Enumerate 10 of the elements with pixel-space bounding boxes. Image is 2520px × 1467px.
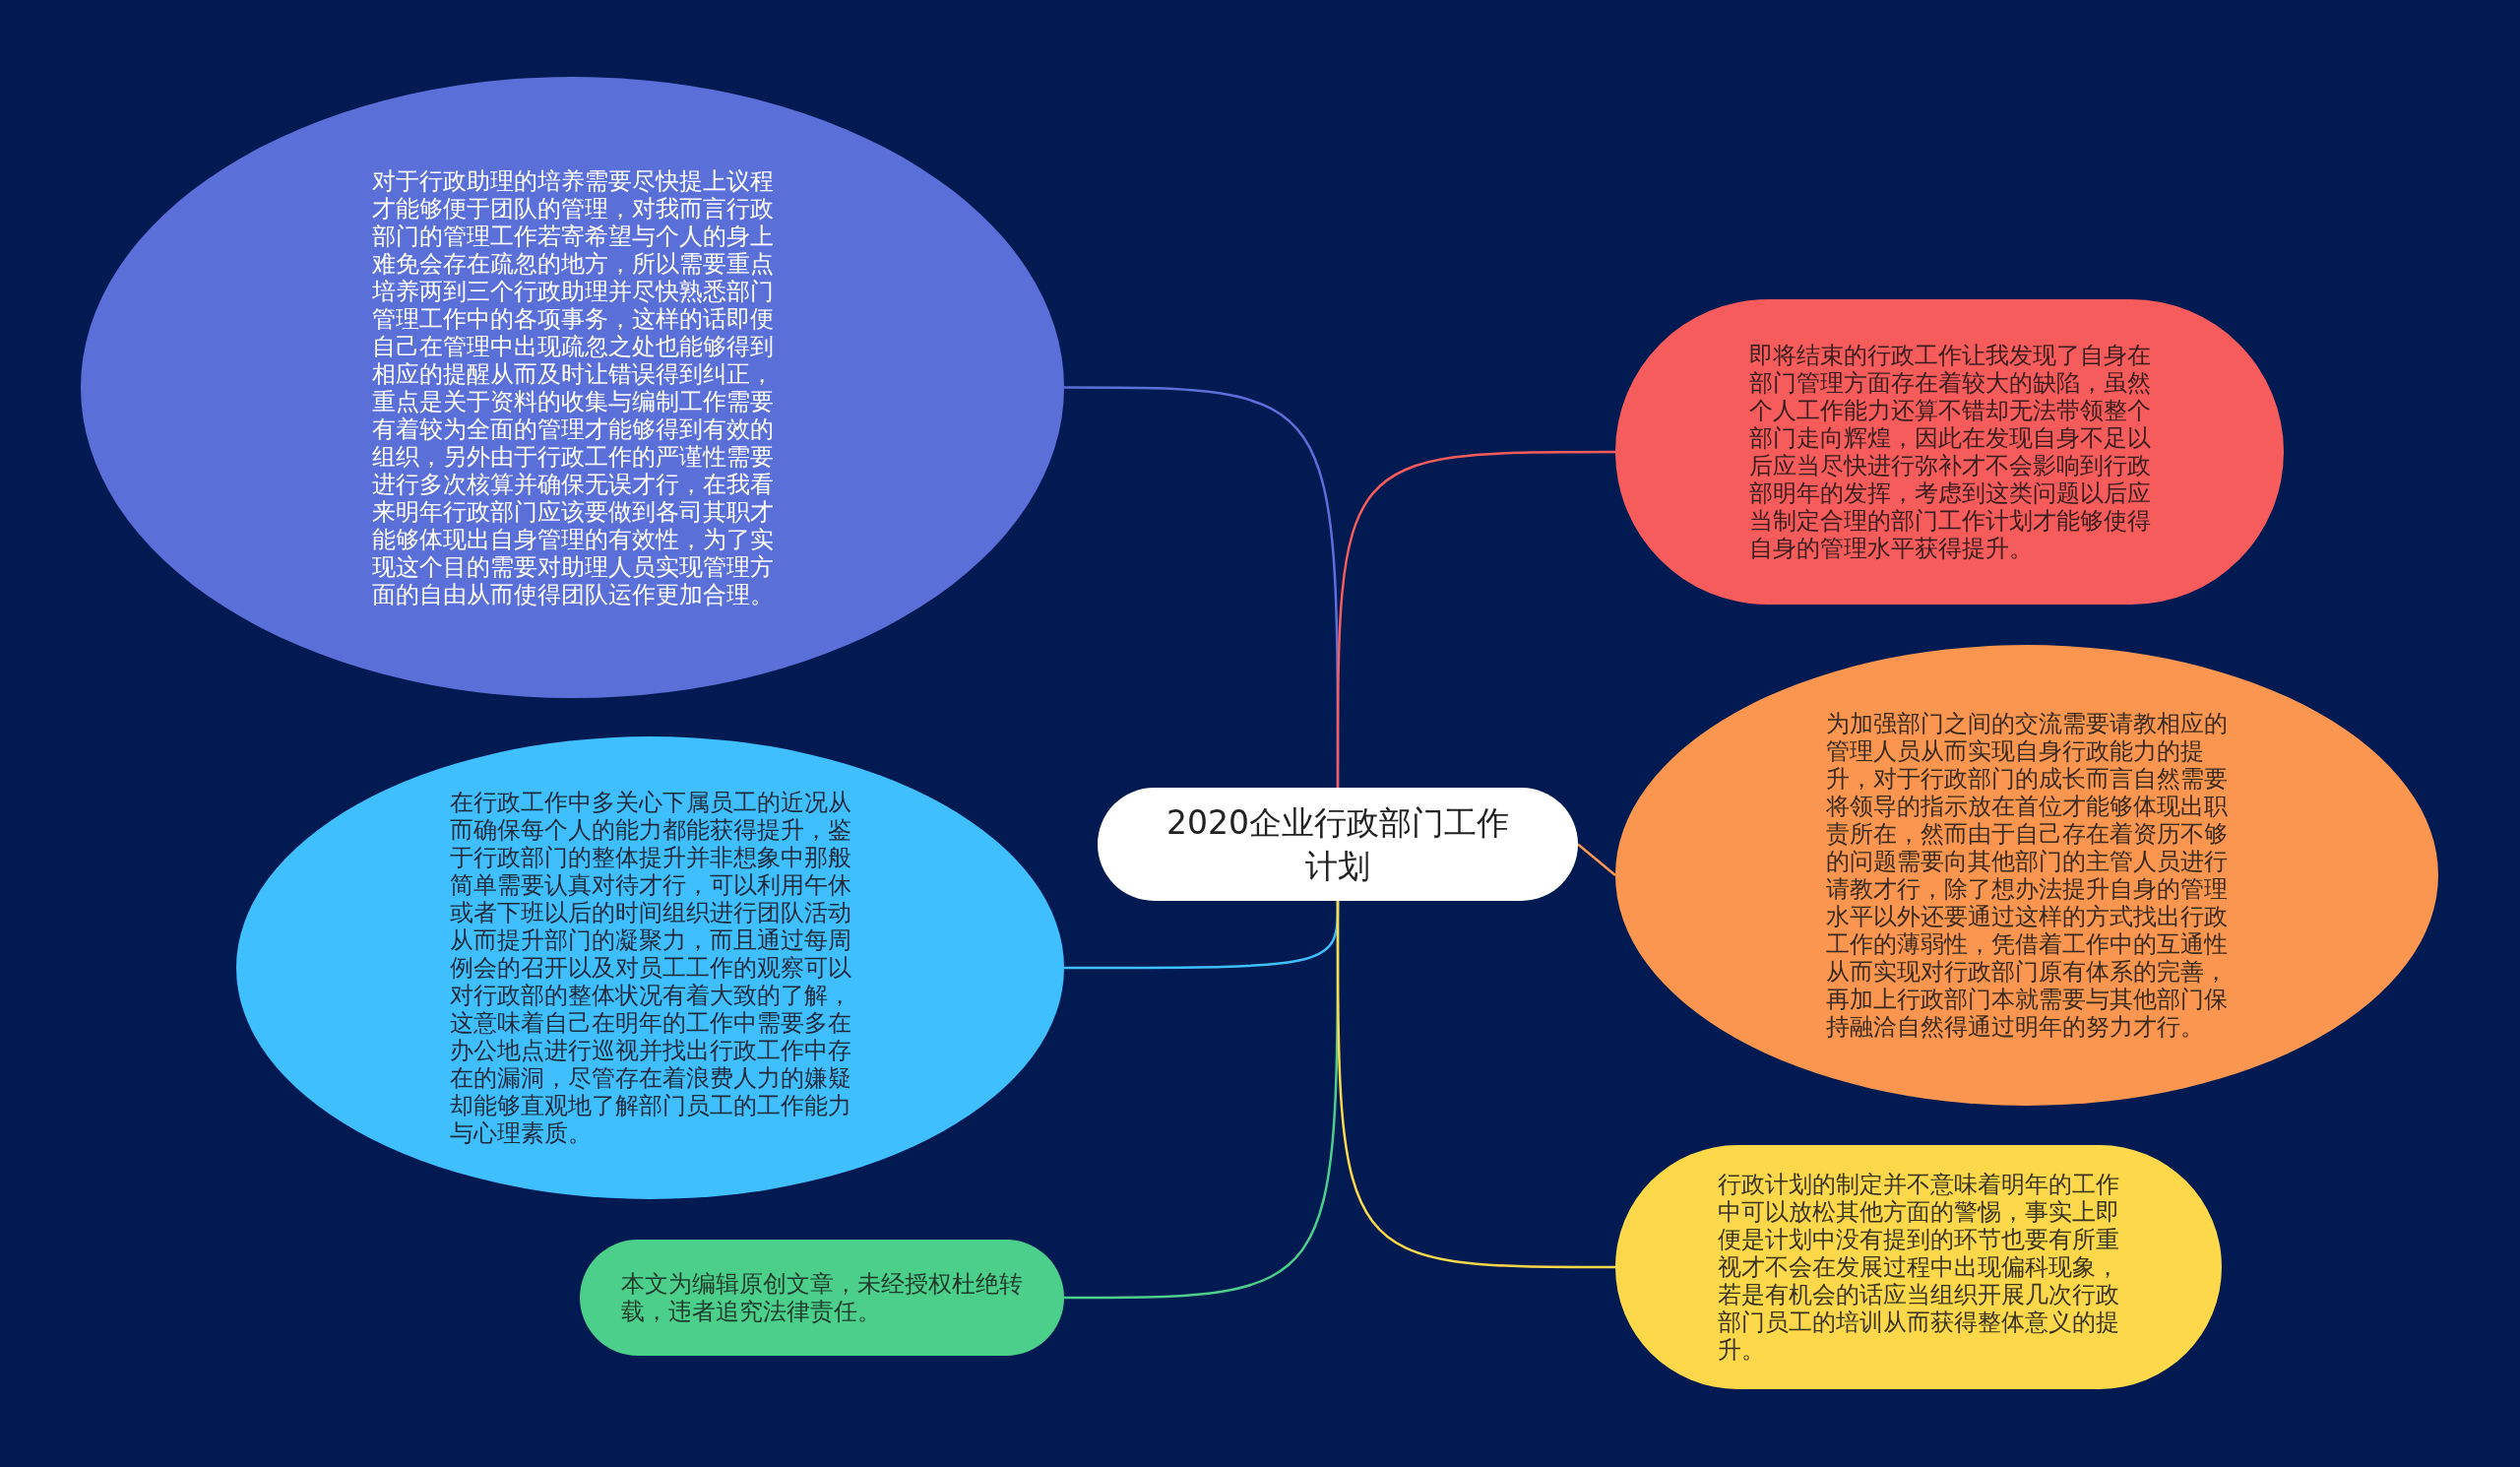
topic-text: 为加强部门之间的交流需要请教相应的管理人员从而实现自身行政能力的提升，对于行政部门的成长而言自然需要将领导的指示放在首位才能够体现出职责所在，然而由于自己存在着资历不够的问题需要向其他部门的主管人员进行请教才行，除了想办法提升自身的管理水平以外还要通过这样的方式找出行政工作的薄弱性，凭借着工作中的互通性从而实现对行政部门原有体系的完善，再加上行政部门本就需要与其他部门保持融洽自然得通过明年的努力才行。 — [1826, 710, 2228, 1041]
topic-title: 2020企业行政部门工作计划 — [1166, 801, 1510, 887]
connector-line — [1577, 843, 1616, 876]
topic-text: 对于行政助理的培养需要尽快提上议程才能够便于团队的管理，对我而言行政部门的管理工作若寄希望与个人的身上难免会存在疏忽的地方，所以需要重点培养两到三个行政助理并尽快熟悉部门管理工作中的各项事务，这样的话即便自己在管理中出现疏忽之处也能够得到相应的提醒从而及时让错误得到纠正，重点是关于资料的收集与编制工作需要有着较为全面的管理才能够得到有效的组织，另外由于行政工作的严谨性需要进行多次核算并确保无误才行，在我看来明年行政部门应该要做到各司其职才能够体现出自身管理的有效性，为了实现这个目的需要对助理人员实现管理方面的自由从而使得团队运作更加合理。 — [371, 166, 774, 608]
topic-text: 即将结束的行政工作让我发现了自身在部门管理方面存在着较大的缺陷，虽然个人工作能力还算不错却无法带领整个部门走向辉煌，因此在发现自身不足以后应当尽快进行弥补才不会影响到行政部明年的发挥，考虑到这类问题以后应当制定合理的部门工作计划才能够使得自身的管理水平获得提升。 — [1748, 342, 2151, 562]
topic-text: 行政计划的制定并不意味着明年的工作中可以放松其他方面的警惕，事实上即便是计划中没有提到的环节也要有所重视才不会在发展过程中出现偏科现象，若是有机会的话应当组织开展几次行政部门员工的培训从而获得整体意义的提升。 — [1718, 1171, 2119, 1364]
topic-text: 本文为编辑原创文章，未经授权杜绝转载，违者追究法律责任。 — [621, 1270, 1023, 1325]
connector-line — [1336, 450, 1615, 788]
topic-text: 在行政工作中多关心下属员工的近况从而确保每个人的能力都能获得提升，鉴于行政部门的整体提升并非想象中那般简单需要认真对待才行，可以利用午休或者下班以后的时间组织进行团队活动从而提升部门的凝聚力，而且通过每周例会的召开以及对员工工作的观察可以对行政部的整体状况有着大致的了解，这意味着自己在明年的工作中需要多在办公地点进行巡视并找出行政工作中存在的漏洞，尽管存在着浪费人力的嫌疑却能够直观地了解部门员工的工作能力与心理素质。 — [449, 789, 851, 1147]
connector-line — [1336, 901, 1615, 1269]
